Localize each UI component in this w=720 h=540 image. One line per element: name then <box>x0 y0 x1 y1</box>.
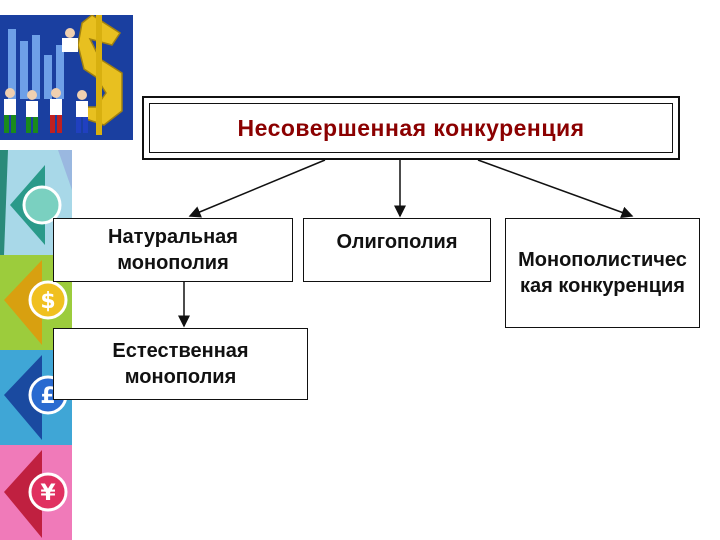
arrow-to-natural <box>190 160 325 216</box>
title-box: Несовершенная конкуренция <box>142 96 680 160</box>
node-monopolistic-competition: Монополистическая конкуренция <box>505 218 700 328</box>
diagram-title: Несовершенная конкуренция <box>237 115 584 142</box>
arrow-to-monopolistic <box>478 160 632 216</box>
node-natural-monopoly: Натуральная монополия <box>53 218 293 282</box>
node-natural-monopoly-alt: Естественная монополия <box>53 328 308 400</box>
node-oligopoly: Олигополия <box>303 218 491 282</box>
